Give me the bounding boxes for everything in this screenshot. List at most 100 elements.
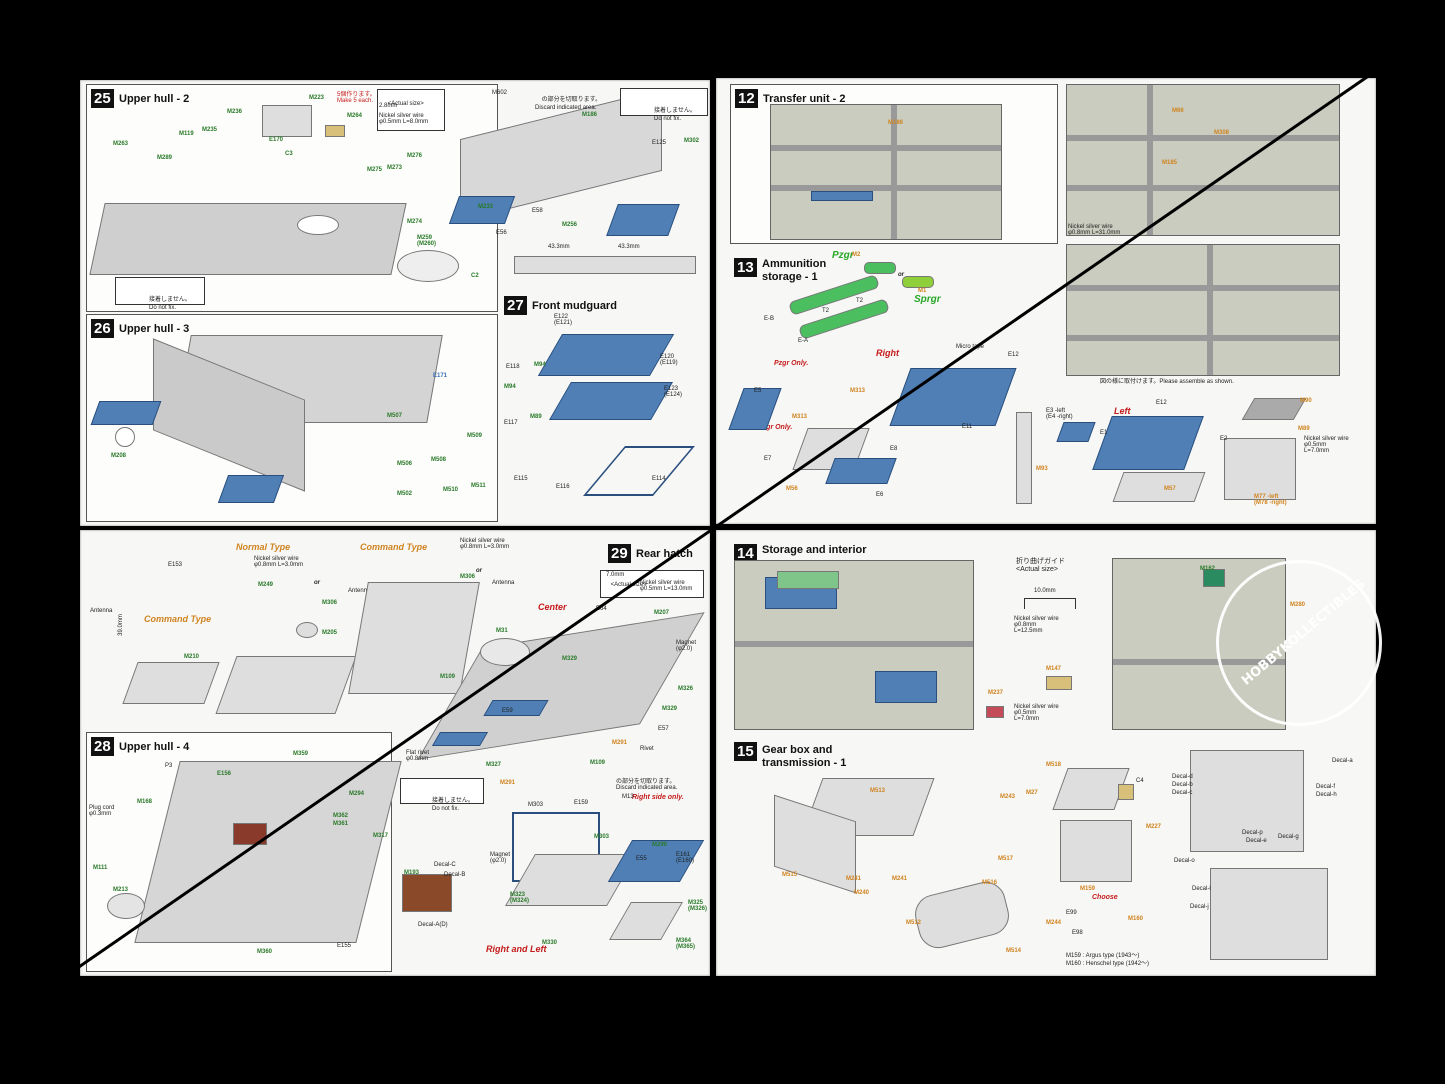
make-note: 5個作ります。 Make 5 each. [337, 92, 376, 104]
part-label: M213 [113, 887, 129, 893]
rail [1147, 85, 1153, 235]
rail [771, 185, 1001, 191]
part-label: E55 [636, 856, 647, 862]
rear-hatch-details: の部分を切取ります。 Discard indicated area. Right… [486, 772, 710, 972]
decal-label: Decal-e [1246, 838, 1267, 844]
right-and-left-label: Right and Left [486, 944, 547, 954]
part-label: M27 [1026, 790, 1038, 796]
part-label: M303 [594, 834, 610, 840]
part-label: M244 [1046, 920, 1062, 926]
part-label: E5 [754, 388, 762, 394]
wire-note: Nickel silver wire φ0.5mm L=13.0mm [640, 580, 693, 592]
decal-label: Decal-j [1190, 904, 1209, 910]
part-label: E114 [652, 476, 666, 482]
actual-size-box: <Actual size> [377, 89, 445, 131]
part-label: M517 [998, 856, 1014, 862]
part-label: M290 [652, 842, 668, 848]
part-label: M241 [846, 876, 862, 882]
part-label: M186 [582, 112, 598, 118]
decal-label: Decal-o [1174, 858, 1195, 864]
step-number: 12 [735, 89, 758, 108]
argus-note: M159 : Argus type (1943～) [1066, 953, 1140, 959]
part-label: M111 [93, 865, 108, 871]
step-12-render-2 [1066, 84, 1340, 236]
step-number: 26 [91, 319, 114, 338]
part-label: E115 [514, 476, 528, 482]
part-label: E159 [574, 800, 589, 806]
tall-post [1016, 412, 1032, 504]
part-label: M31 [496, 628, 508, 634]
do-not-fix-box: 接着しません。 Do not fix. [115, 277, 205, 311]
left-label: Left [1114, 406, 1131, 416]
front-part [262, 105, 312, 137]
rail [1067, 185, 1339, 191]
part-label: M325 (M326) [688, 900, 708, 912]
part-label: E125 [652, 140, 667, 146]
part-label: M186 [888, 120, 904, 126]
dim-label: 2.8mm [379, 103, 398, 109]
part-label: M119 [179, 131, 194, 137]
step-title: Upper hull - 2 [119, 93, 190, 105]
step-number: 25 [91, 89, 114, 108]
part-label: M602 [492, 90, 508, 96]
choose-label: Choose [1092, 894, 1118, 901]
or-label: or [898, 272, 904, 278]
part-label: M205 [322, 630, 338, 636]
part-label: M317 [373, 833, 389, 839]
step-26-panel: 26 Upper hull - 3 E171 M507 M509 M208 M5… [86, 314, 498, 522]
part-label: M302 [684, 138, 700, 144]
rail [1113, 659, 1285, 665]
antenna-label-2: Antenna [348, 588, 371, 594]
step-title: Gear box and transmission - 1 [762, 744, 847, 769]
part-label: E161 (E160) [676, 852, 695, 864]
part-label: E1 [1100, 430, 1108, 436]
part-label: E171 [433, 373, 448, 379]
part-label: E155 [337, 943, 352, 949]
decal-label: Decal-f [1316, 784, 1336, 790]
part-label: M362 [333, 813, 349, 819]
part-label: M306 [322, 600, 338, 606]
part-label: E64 [596, 606, 607, 612]
rail [735, 641, 973, 647]
panel-decals-2 [1210, 868, 1328, 960]
part-label: M511 [471, 483, 486, 489]
part-label: M159 [1080, 886, 1096, 892]
part-label: M510 [443, 487, 459, 493]
part-label: M208 [111, 453, 127, 459]
assemble-note: 図の様に取付けます。Please assemble as shown. [1100, 379, 1234, 385]
step-title: Transfer unit - 2 [763, 93, 846, 105]
part-label: M249 [258, 582, 274, 588]
normal-type-label: Normal Type [236, 542, 291, 552]
part-label: M502 [397, 491, 413, 497]
do-not-fix-box-3: 接着しません。 Do not fix. [400, 778, 484, 812]
part-label: M233 [478, 204, 494, 210]
m205-disk [296, 622, 318, 638]
part-label: E123 (E124) [664, 386, 683, 398]
or-label: or [314, 580, 320, 586]
step-number: 29 [608, 544, 631, 563]
part-label: M223 [309, 95, 325, 101]
part-label: M241 [892, 876, 908, 882]
part-label: M13 [622, 794, 634, 800]
decal-b-label: Decal-B [444, 872, 466, 878]
magnet-label: Magnet (φ2.0) [490, 852, 511, 864]
sprgr-label: Sprgr [914, 294, 941, 305]
discard-note: の部分を切取ります。 Discard indicated area. [535, 97, 602, 111]
part-label: E57 [658, 726, 669, 732]
step-number: 15 [734, 742, 757, 761]
blue-rack-2 [875, 671, 937, 703]
part-label: E59 [502, 708, 513, 714]
bend-guide-label: 折り曲げガイド <Actual size> [1016, 558, 1065, 573]
part-label: M259 (M260) [417, 235, 437, 247]
part-label: E56 [496, 230, 507, 236]
box-e2 [1224, 438, 1296, 500]
right-label: Right [876, 348, 899, 358]
panel-decals [1190, 750, 1304, 852]
part-label: M506 [397, 461, 413, 467]
m147-part [1046, 676, 1072, 690]
part-label: M207 [654, 610, 670, 616]
part-label: E120 (E119) [660, 354, 678, 366]
step-14-render-1 [734, 560, 974, 730]
rail [1067, 335, 1339, 341]
part-label: P3 [165, 763, 173, 769]
